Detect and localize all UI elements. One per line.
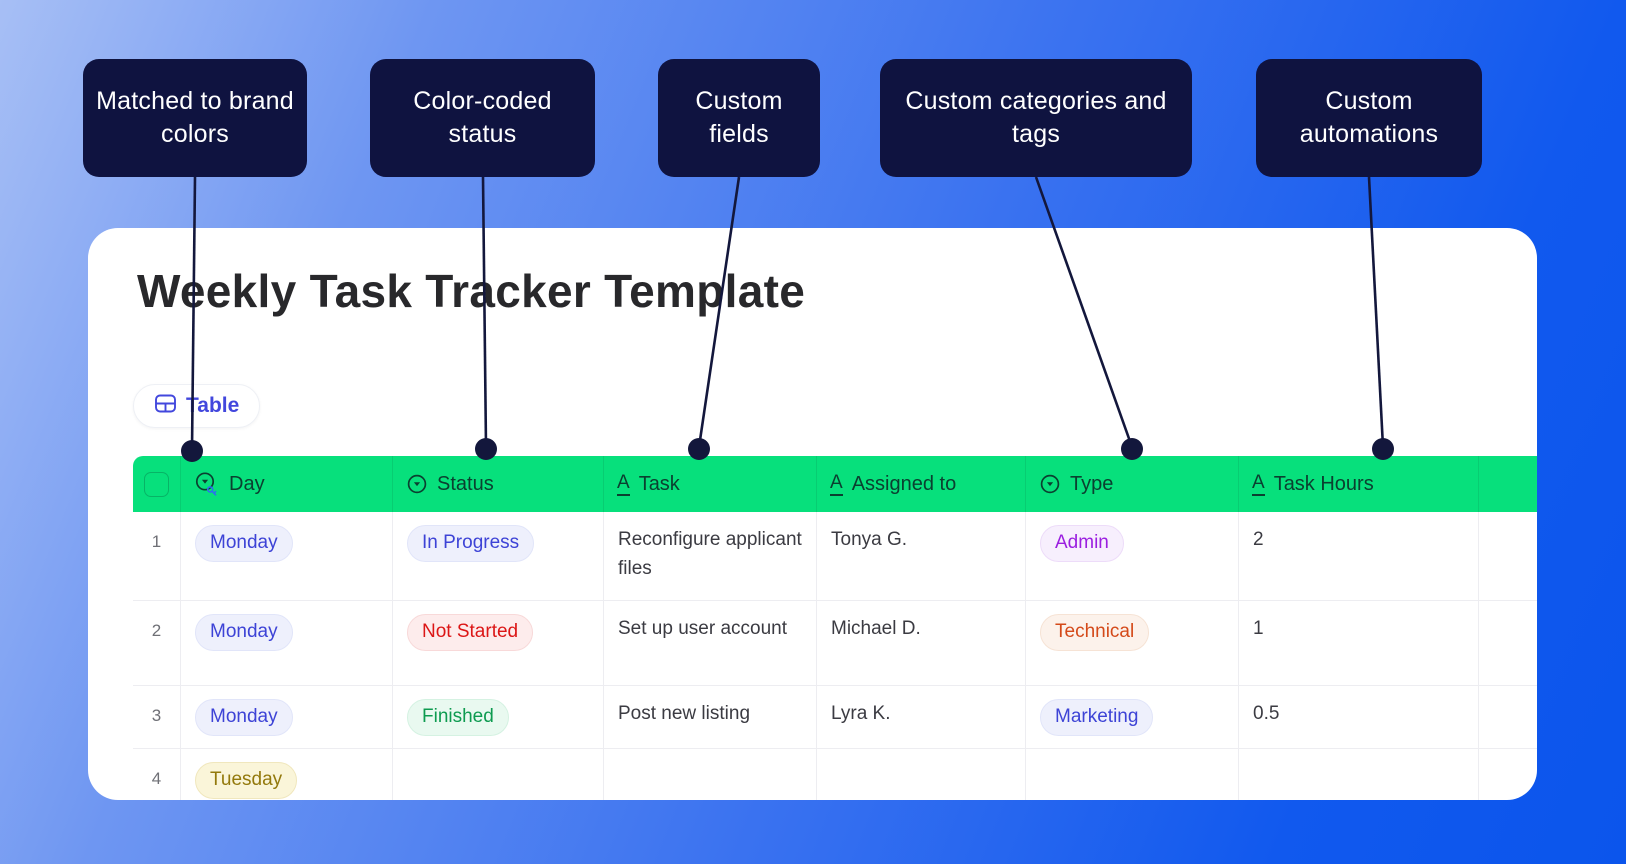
column-label: Status xyxy=(437,472,494,495)
assigned-cell[interactable]: Tonya G. xyxy=(816,512,1025,600)
callout-custom-categories: Custom categories and tags xyxy=(880,59,1192,177)
single-select-icon xyxy=(1039,473,1061,495)
single-select-icon xyxy=(406,473,428,495)
extra-cell xyxy=(1478,601,1537,685)
status-tag[interactable]: Finished xyxy=(407,699,509,736)
table-icon xyxy=(154,392,177,421)
day-cell[interactable]: Monday xyxy=(180,601,392,685)
type-tag[interactable]: Marketing xyxy=(1040,699,1154,736)
status-cell[interactable]: Not Started xyxy=(392,601,603,685)
type-tag[interactable]: Technical xyxy=(1040,614,1150,651)
status-cell[interactable]: Finished xyxy=(392,686,603,748)
table-view-label: Table xyxy=(186,394,240,417)
column-label: Day xyxy=(229,472,265,495)
day-cell[interactable]: Tuesday xyxy=(180,749,392,800)
callout-brand-colors: Matched to brand colors xyxy=(83,59,307,177)
type-tag[interactable]: Admin xyxy=(1040,525,1124,562)
task-cell[interactable]: Post new listing xyxy=(603,686,816,748)
hours-cell[interactable] xyxy=(1238,749,1478,800)
table-header-row: Day Status A Task A xyxy=(133,456,1537,512)
assigned-cell[interactable]: Lyra K. xyxy=(816,686,1025,748)
day-tag[interactable]: Tuesday xyxy=(195,762,298,799)
table-row: 3 Monday Finished Post new listing Lyra … xyxy=(133,686,1537,749)
text-field-icon: A xyxy=(1252,473,1265,496)
callout-custom-fields: Custom fields xyxy=(658,59,820,177)
row-number: 3 xyxy=(151,706,162,725)
status-tag[interactable]: Not Started xyxy=(407,614,534,651)
status-tag[interactable]: In Progress xyxy=(407,525,535,562)
column-label: Task xyxy=(638,472,680,495)
table-row: 1 Monday In Progress Reconfigure applica… xyxy=(133,512,1537,601)
template-card: Weekly Task Tracker Template Table xyxy=(88,228,1537,800)
hours-cell[interactable]: 2 xyxy=(1238,512,1478,600)
table-view-button[interactable]: Table xyxy=(133,384,261,428)
type-cell[interactable]: Admin xyxy=(1025,512,1238,600)
task-cell[interactable]: Reconfigure applicant files xyxy=(603,512,816,600)
day-tag[interactable]: Monday xyxy=(195,699,293,736)
page-title: Weekly Task Tracker Template xyxy=(137,265,806,317)
status-cell[interactable]: In Progress xyxy=(392,512,603,600)
column-header-task[interactable]: A Task xyxy=(603,456,816,512)
assigned-cell[interactable] xyxy=(816,749,1025,800)
type-cell[interactable]: Technical xyxy=(1025,601,1238,685)
callout-color-coded-status: Color-coded status xyxy=(370,59,595,177)
assigned-cell[interactable]: Michael D. xyxy=(816,601,1025,685)
column-header-status[interactable]: Status xyxy=(392,456,603,512)
table-row: 2 Monday Not Started Set up user account… xyxy=(133,601,1537,686)
day-tag[interactable]: Monday xyxy=(195,525,293,562)
type-cell[interactable]: Marketing xyxy=(1025,686,1238,748)
row-number: 1 xyxy=(151,532,162,551)
hours-cell[interactable]: 1 xyxy=(1238,601,1478,685)
hours-cell[interactable]: 0.5 xyxy=(1238,686,1478,748)
text-field-icon: A xyxy=(830,473,843,496)
column-label: Type xyxy=(1070,472,1114,495)
column-header-type[interactable]: Type xyxy=(1025,456,1238,512)
row-number: 4 xyxy=(151,769,162,788)
column-header-assigned-to[interactable]: A Assigned to xyxy=(816,456,1025,512)
task-cell[interactable] xyxy=(603,749,816,800)
extra-cell xyxy=(1478,512,1537,600)
column-header-day[interactable]: Day xyxy=(180,456,392,512)
select-all-checkbox[interactable] xyxy=(144,471,169,497)
column-header-task-hours[interactable]: A Task Hours xyxy=(1238,456,1478,512)
select-all-cell xyxy=(133,456,180,512)
day-tag[interactable]: Monday xyxy=(195,614,293,651)
row-number: 2 xyxy=(151,621,162,640)
single-select-key-icon xyxy=(194,471,220,497)
callout-custom-automations: Custom automations xyxy=(1256,59,1482,177)
text-field-icon: A xyxy=(617,473,630,496)
column-header-extra xyxy=(1478,456,1537,512)
day-cell[interactable]: Monday xyxy=(180,512,392,600)
day-cell[interactable]: Monday xyxy=(180,686,392,748)
column-label: Task Hours xyxy=(1273,472,1374,495)
task-table: Day Status A Task A xyxy=(133,456,1537,800)
column-label: Assigned to xyxy=(851,472,957,495)
task-cell[interactable]: Set up user account xyxy=(603,601,816,685)
type-cell[interactable] xyxy=(1025,749,1238,800)
extra-cell xyxy=(1478,749,1537,800)
table-row: 4 Tuesday xyxy=(133,749,1537,800)
extra-cell xyxy=(1478,686,1537,748)
status-cell[interactable] xyxy=(392,749,603,800)
